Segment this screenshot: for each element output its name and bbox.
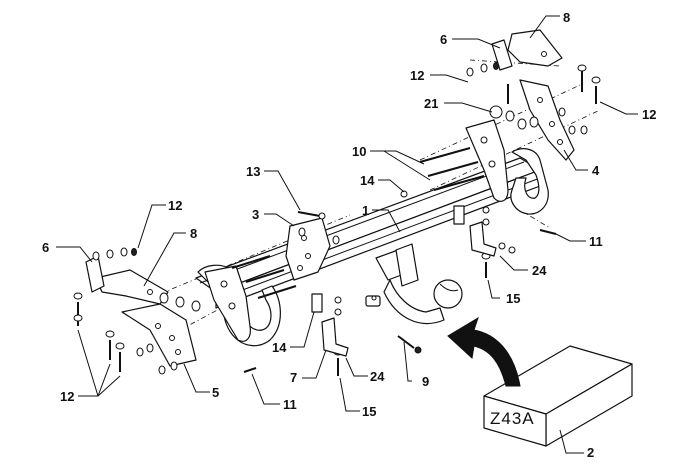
callout-7: 7 bbox=[290, 370, 297, 385]
callout-12-top-right: 12 bbox=[410, 68, 424, 83]
right-top-bracket bbox=[491, 29, 563, 71]
callout-24-left: 24 bbox=[370, 369, 385, 384]
callout-4: 4 bbox=[592, 163, 600, 178]
callout-5: 5 bbox=[212, 385, 219, 400]
callout-8-right: 8 bbox=[563, 10, 570, 25]
callout-9: 9 bbox=[422, 374, 429, 389]
callout-6-right: 6 bbox=[440, 32, 447, 47]
hardware-washers-nuts bbox=[73, 62, 601, 375]
middle-bracket bbox=[285, 217, 331, 281]
callout-1: 1 bbox=[362, 203, 369, 218]
callout-3: 3 bbox=[252, 207, 259, 222]
callout-21: 21 bbox=[424, 96, 438, 111]
callout-14-upper: 14 bbox=[360, 173, 375, 188]
clamp-bracket-left bbox=[321, 317, 349, 357]
right-inner-bracket bbox=[465, 119, 509, 202]
callout-24-right: 24 bbox=[532, 263, 547, 278]
callout-10: 10 bbox=[352, 144, 366, 159]
box-code-label: Z43A bbox=[490, 409, 535, 428]
callout-labels: 1 2 3 4 5 6 6 7 8 8 9 10 11 11 12 12 12 … bbox=[42, 10, 656, 460]
callout-14-lower: 14 bbox=[272, 340, 287, 355]
callout-8-left: 8 bbox=[190, 226, 197, 241]
right-side-plate bbox=[519, 79, 575, 161]
callout-11-right: 11 bbox=[589, 234, 603, 249]
callout-15-right: 15 bbox=[506, 291, 520, 306]
tow-ball-assembly bbox=[365, 243, 463, 325]
callout-12-top-left: 12 bbox=[168, 198, 182, 213]
callout-13: 13 bbox=[246, 164, 260, 179]
callout-6-left: 6 bbox=[42, 240, 49, 255]
left-top-bracket bbox=[85, 255, 169, 305]
left-side-plate bbox=[121, 303, 197, 367]
product-box: Z43A bbox=[483, 345, 633, 447]
spacer-14-upper bbox=[453, 205, 465, 225]
leader-lines bbox=[56, 15, 638, 454]
callout-12-right: 12 bbox=[642, 107, 656, 122]
curved-arrow bbox=[447, 316, 521, 387]
callout-12-bottom-left: 12 bbox=[60, 389, 74, 404]
hardware-bolts bbox=[77, 70, 597, 376]
spacer-14-lower bbox=[311, 293, 323, 313]
callout-2: 2 bbox=[587, 445, 594, 459]
callout-11-left: 11 bbox=[283, 397, 297, 412]
clamp-bracket-right bbox=[469, 221, 497, 257]
callout-15-left: 15 bbox=[362, 404, 376, 419]
left-inner-bracket bbox=[204, 265, 251, 342]
